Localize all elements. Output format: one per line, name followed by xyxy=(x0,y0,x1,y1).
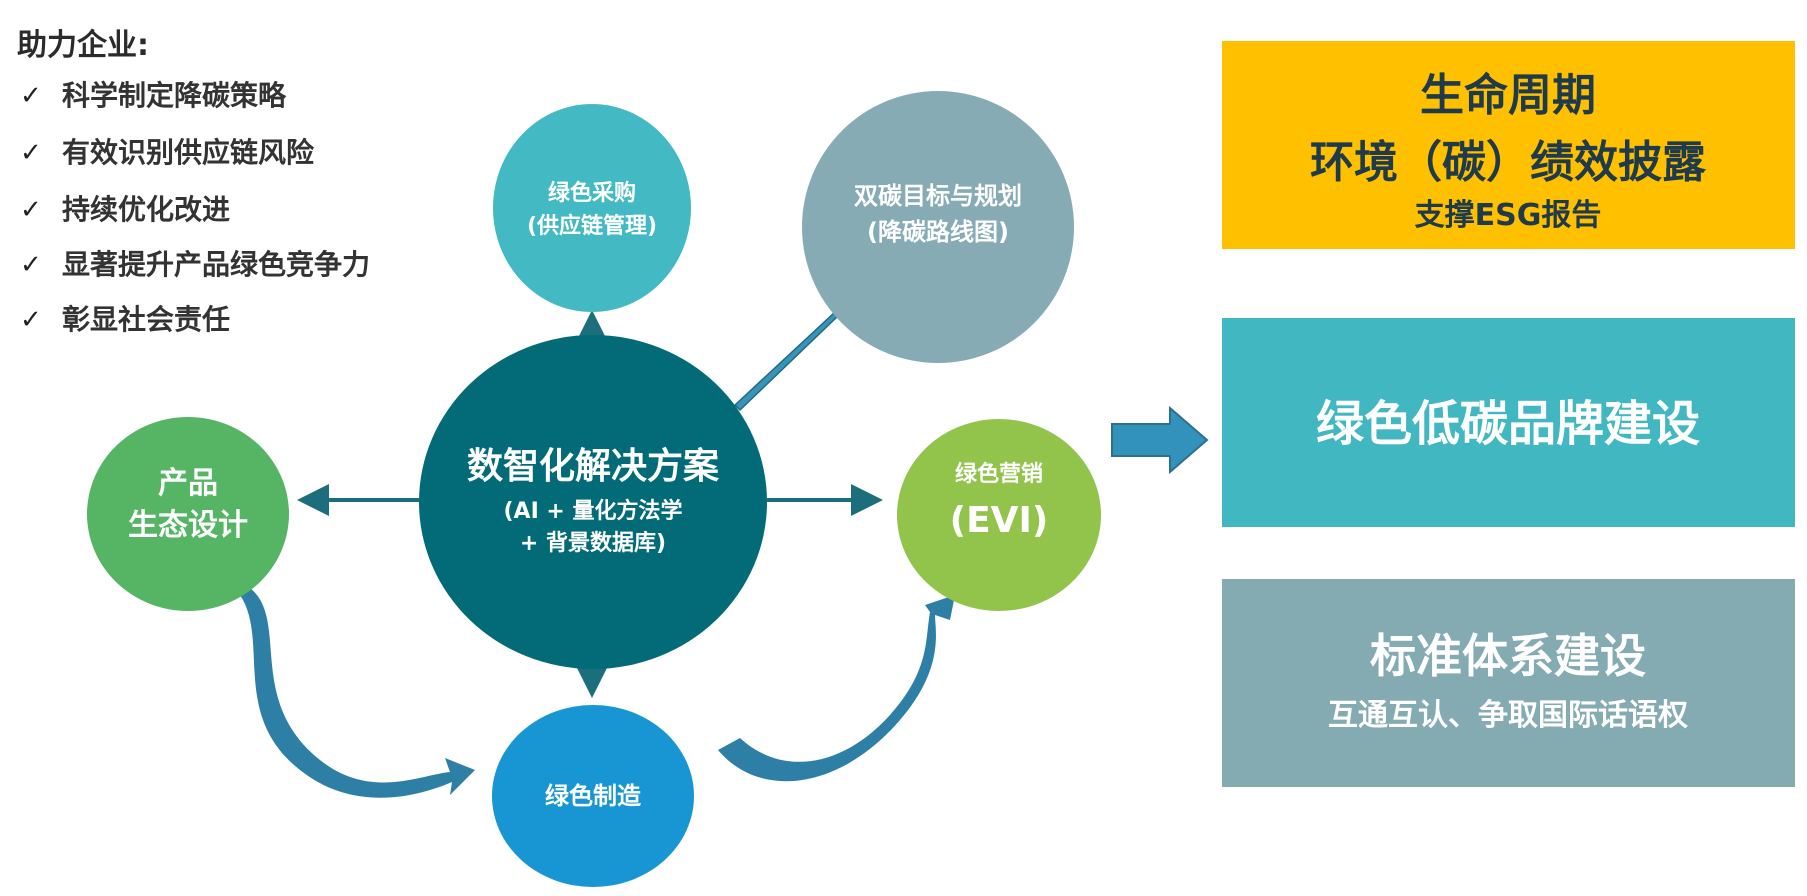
benefit-text: 科学制定降碳策略 xyxy=(62,79,287,112)
node-label: 绿色采购 xyxy=(548,180,636,206)
node-product: 产品 生态设计 xyxy=(87,417,289,611)
node-label: 绿色制造 xyxy=(545,782,641,810)
benefit-text: 彰显社会责任 xyxy=(62,303,230,336)
outcome-title: 环境（碳）绩效披露 xyxy=(1310,137,1707,188)
benefit-item: ✓ 有效识别供应链风险 xyxy=(20,136,315,169)
node-label: 绿色营销 xyxy=(955,461,1043,487)
check-icon: ✓ xyxy=(20,195,42,225)
center-title: 数智化解决方案 xyxy=(467,446,720,487)
arrow-to-dual-carbon xyxy=(733,296,850,412)
outcome-lifecycle: 生命周期 环境（碳）绩效披露 支撑ESG报告 xyxy=(1222,41,1795,249)
node-sublabel: (降碳路线图) xyxy=(867,218,1009,246)
center-subtitle: + 背景数据库) xyxy=(520,530,666,556)
check-icon: ✓ xyxy=(20,81,42,111)
node-procurement: 绿色采购 (供应链管理) xyxy=(493,104,691,312)
benefit-item: ✓ 科学制定降碳策略 xyxy=(20,79,287,112)
node-label: 双碳目标与规划 xyxy=(854,182,1022,210)
benefit-text: 有效识别供应链风险 xyxy=(62,136,315,169)
connector-arrows xyxy=(297,310,883,698)
benefit-text: 持续优化改进 xyxy=(62,193,230,226)
outcome-subtitle: 互通互认、争取国际话语权 xyxy=(1328,698,1688,733)
check-icon: ✓ xyxy=(20,305,42,335)
benefit-item: ✓ 彰显社会责任 xyxy=(20,303,230,336)
check-icon: ✓ xyxy=(20,250,42,280)
benefit-item: ✓ 显著提升产品绿色竞争力 xyxy=(20,248,370,281)
outcome-title: 标准体系建设 xyxy=(1370,629,1646,683)
curved-arrow-to-manufacturing xyxy=(240,588,475,798)
outcome-brand: 绿色低碳品牌建设 xyxy=(1222,318,1795,527)
outcome-title: 绿色低碳品牌建设 xyxy=(1316,396,1700,452)
outcome-subtitle: 支撑ESG报告 xyxy=(1415,198,1602,233)
node-manufacturing: 绿色制造 xyxy=(492,705,694,887)
benefit-text: 显著提升产品绿色竞争力 xyxy=(62,248,370,281)
outcome-standards: 标准体系建设 互通互认、争取国际话语权 xyxy=(1222,579,1795,787)
curved-arrow-to-marketing xyxy=(718,595,955,782)
node-sublabel: (供应链管理) xyxy=(527,213,657,239)
benefit-list: ✓ 科学制定降碳策略 ✓ 有效识别供应链风险 ✓ 持续优化改进 ✓ 显著提升产品绿色竞争… xyxy=(20,79,370,336)
node-sublabel: (EVI) xyxy=(950,500,1049,541)
node-dual-carbon: 双碳目标与规划 (降碳路线图) xyxy=(802,91,1074,363)
node-marketing: 绿色营销 (EVI) xyxy=(897,419,1101,611)
center-subtitle: (AI + 量化方法学 xyxy=(503,498,682,524)
node-center: 数智化解决方案 (AI + 量化方法学 + 背景数据库) xyxy=(419,335,767,669)
big-right-arrow xyxy=(1111,405,1209,475)
check-icon: ✓ xyxy=(20,138,42,168)
benefit-item: ✓ 持续优化改进 xyxy=(20,193,230,226)
outcome-title: 生命周期 xyxy=(1420,70,1596,121)
node-label: 产品 xyxy=(158,466,218,501)
benefits-heading: 助力企业: xyxy=(17,28,149,63)
node-label: 生态设计 xyxy=(128,508,248,543)
